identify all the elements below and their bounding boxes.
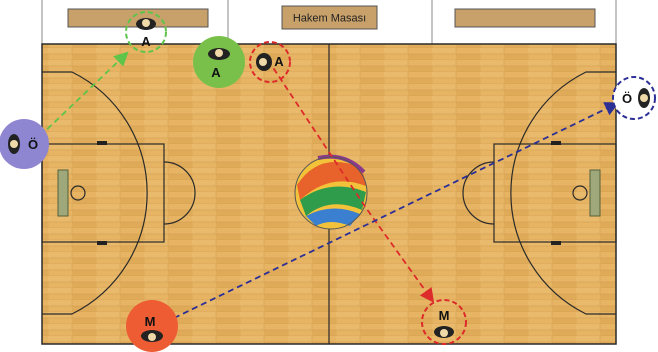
player-o-blue: Ö: [0, 119, 49, 169]
pass-arrow-blue: [173, 102, 620, 319]
player-a-red: A: [249, 41, 291, 83]
player-m-dashed: M: [421, 299, 467, 345]
bench-right: [454, 8, 596, 28]
pass-arrow-red: [267, 59, 435, 303]
player-a-green-label: A: [211, 65, 221, 80]
backboard-left: [57, 169, 69, 217]
three-point-arc-left: [42, 71, 148, 315]
player-o-right: Ö: [612, 76, 656, 120]
player-a-green: A: [193, 36, 245, 88]
basketball-logo-icon: [294, 154, 368, 230]
backboard-right: [589, 169, 601, 217]
player-m-red-label: M: [145, 314, 156, 329]
player-m-red: M: [126, 300, 178, 352]
hoop-left: [70, 185, 86, 201]
free-throw-arc-right: [462, 161, 495, 225]
three-point-arc-right: [510, 71, 616, 315]
scorer-table-label: Hakem Masası: [293, 13, 366, 25]
player-a-red-label: A: [274, 54, 284, 69]
free-throw-arc-left: [163, 161, 196, 225]
player-a-top: A: [125, 11, 167, 53]
player-o-blue-label: Ö: [28, 137, 38, 152]
player-a-top-label: A: [141, 34, 151, 49]
scorer-table: [281, 5, 378, 30]
player-o-right-label: Ö: [622, 91, 632, 106]
player-m-dashed-label: M: [439, 308, 450, 323]
hoop-right: [572, 185, 588, 201]
